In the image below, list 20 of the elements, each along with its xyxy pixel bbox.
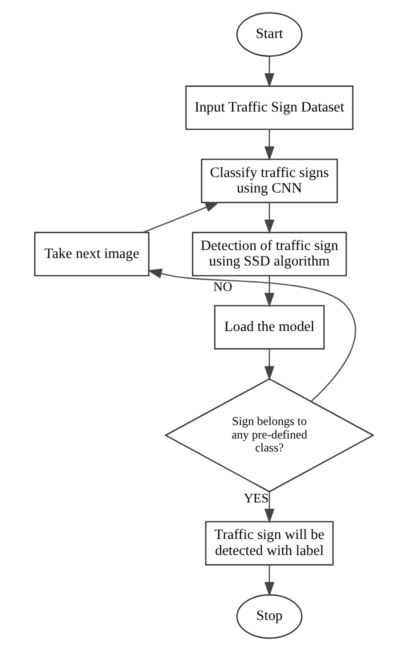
node-box: Input Traffic Sign Dataset bbox=[184, 86, 353, 130]
node-diamond: Sign belongs to any pre-defined class? bbox=[164, 378, 374, 492]
node-box: Classify traffic signs using CNN bbox=[200, 158, 338, 204]
edge-label: NO bbox=[212, 279, 232, 294]
node-ellipse: Start bbox=[236, 12, 302, 57]
node-ellipse: Stop bbox=[236, 594, 302, 639]
arrow bbox=[264, 56, 274, 88]
arrow bbox=[264, 202, 274, 234]
node-box: Take next image bbox=[34, 232, 149, 276]
arrow bbox=[264, 349, 274, 380]
arrow bbox=[264, 492, 274, 524]
arrow bbox=[146, 268, 356, 402]
arrow bbox=[264, 276, 274, 308]
node-box: Detection of traffic sign using SSD algorithm bbox=[192, 232, 346, 276]
arrow bbox=[264, 564, 274, 596]
node-box: Traffic sign will be detected with label bbox=[204, 521, 334, 566]
edge-label: YES bbox=[243, 490, 268, 506]
arrow bbox=[264, 129, 274, 161]
node-box: Load the model bbox=[214, 305, 324, 350]
arrow bbox=[142, 202, 220, 234]
